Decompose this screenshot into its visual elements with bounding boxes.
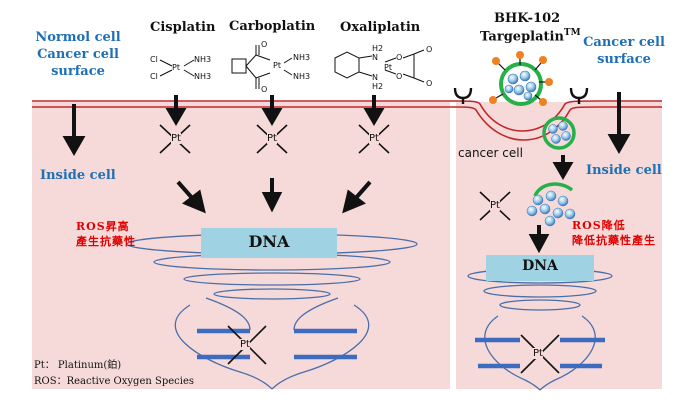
right-inside-cell-label: Inside cell xyxy=(586,163,662,178)
cell-membrane xyxy=(32,100,662,141)
label-line: Cancer cell xyxy=(37,47,119,62)
chem-pt: Pt xyxy=(172,63,180,72)
carboplatin-structure xyxy=(231,45,293,89)
label-line: ROS降低 xyxy=(572,219,626,232)
cisplatin-structure xyxy=(159,59,195,77)
legend-ros: ROS：Reactive Oxygen Species xyxy=(34,376,194,387)
dna-target-arrow xyxy=(176,180,206,214)
dna-target-arrow xyxy=(528,225,550,254)
label-line: surface xyxy=(597,52,651,67)
surface-arrow xyxy=(607,92,631,155)
product-brand-base: Targeplatin xyxy=(480,29,564,45)
dna-base-pairs xyxy=(475,337,605,369)
label-line: Cancer cell xyxy=(583,35,665,50)
dna-box xyxy=(201,228,337,258)
left-inside-cell-label: Inside cell xyxy=(40,168,116,183)
label-line: Normol cell xyxy=(35,30,121,45)
cancer-cell-label: cancer cell xyxy=(458,146,523,160)
chem-o: O xyxy=(261,40,268,49)
receptor-icon xyxy=(569,87,589,104)
chem-o: O xyxy=(426,79,433,88)
left-ros-label: ROS昇高 產生抗藥性 xyxy=(76,219,136,249)
label-line: 降低抗藥性產生 xyxy=(572,234,656,247)
dna-target-arrow xyxy=(261,178,283,213)
dna-target-arrow xyxy=(342,180,372,214)
chem-nh3: NH3 xyxy=(293,53,311,62)
drug-name-cisplatin: Cisplatin xyxy=(150,20,216,35)
chem-nh3: NH3 xyxy=(194,55,212,64)
legend-pt: Pt： Platinum(鉑) xyxy=(34,360,122,371)
left-dna-label: DNA xyxy=(248,232,290,251)
pt-label: Pt xyxy=(267,133,277,144)
product-brand-trademark: TM xyxy=(563,28,581,38)
chem-n: N xyxy=(372,73,378,82)
cell-divider xyxy=(450,102,456,389)
pt-label: Pt xyxy=(533,348,543,359)
chem-cl: Cl xyxy=(150,55,158,64)
product-name: BHK-102 xyxy=(494,11,561,26)
targeplatin-nanoparticle xyxy=(489,51,553,106)
dna-box xyxy=(486,255,594,281)
drug-entry-arrow xyxy=(363,95,385,126)
right-surface-label: Cancer cell surface xyxy=(576,34,672,68)
oxaliplatin-structure xyxy=(334,49,425,83)
drug-name-oxaliplatin: Oxaliplatin xyxy=(340,20,421,35)
drug-entry-arrow xyxy=(165,95,187,126)
right-dna-label: DNA xyxy=(522,258,558,274)
chem-o: O xyxy=(396,53,403,62)
chem-pt: Pt xyxy=(273,61,281,70)
dna-base-pairs xyxy=(197,328,357,360)
right-ros-label: ROS降低 降低抗藥性產生 xyxy=(572,218,656,248)
left-surface-label: Normol cell Cancer cell surface xyxy=(30,29,126,80)
pt-label: Pt xyxy=(490,200,500,211)
pt-label: Pt xyxy=(171,133,181,144)
label-line: ROS昇高 xyxy=(76,220,130,233)
pt-label: Pt xyxy=(369,133,379,144)
internalized-nanoparticle xyxy=(542,116,576,150)
release-arrow xyxy=(552,155,574,180)
receptor-icon xyxy=(453,87,473,104)
drug-entry-arrow xyxy=(261,95,283,126)
chem-pt: Pt xyxy=(384,63,392,72)
chem-o: O xyxy=(426,45,433,54)
label-line: 產生抗藥性 xyxy=(76,235,136,248)
chem-cl: Cl xyxy=(150,72,158,81)
chem-o: O xyxy=(396,72,403,81)
surface-arrow xyxy=(62,104,86,157)
chem-h2: H2 xyxy=(372,44,384,53)
product-brand: TargeplatinTM xyxy=(480,28,581,44)
chem-h2: H2 xyxy=(372,82,384,91)
chem-nh3: NH3 xyxy=(293,72,311,81)
pt-label: Pt xyxy=(240,339,250,350)
chem-n: N xyxy=(372,53,378,62)
chem-o: O xyxy=(261,85,268,94)
label-line: surface xyxy=(51,64,105,79)
released-particles xyxy=(526,182,576,227)
chem-nh3: NH3 xyxy=(194,72,212,81)
drug-name-carboplatin: Carboplatin xyxy=(229,19,316,34)
